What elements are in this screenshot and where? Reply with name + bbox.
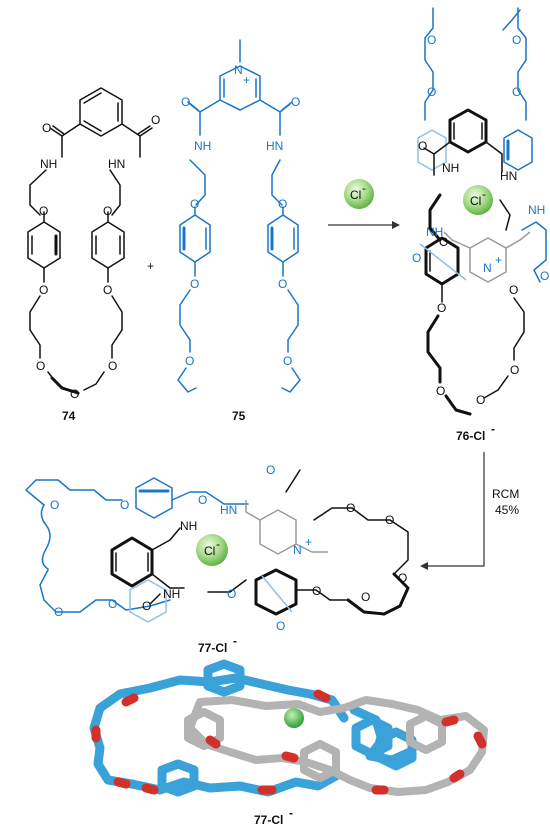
yield-label: 45% xyxy=(495,503,519,517)
svg-text:O: O xyxy=(346,501,355,515)
svg-text:O: O xyxy=(510,363,519,377)
svg-text:O: O xyxy=(54,605,63,619)
svg-text:O: O xyxy=(50,498,59,512)
svg-text:HN: HN xyxy=(266,139,283,153)
crystal-structure-77 xyxy=(89,659,488,797)
compound-77-charge: - xyxy=(233,634,237,648)
svg-text:+: + xyxy=(305,535,312,549)
svg-text:O: O xyxy=(36,359,45,373)
svg-text:-: - xyxy=(216,537,220,551)
svg-text:O: O xyxy=(276,619,285,633)
chloride-sphere-reagent xyxy=(344,179,374,209)
svg-text:+: + xyxy=(243,73,250,87)
compound-75-structure xyxy=(177,39,301,393)
svg-text:-: - xyxy=(482,187,486,201)
compound-77-label: 77-Cl xyxy=(198,641,227,655)
svg-text:O: O xyxy=(291,95,300,109)
svg-text:O: O xyxy=(185,354,194,368)
svg-text:O: O xyxy=(266,463,275,477)
arrowhead-2 xyxy=(420,562,428,570)
svg-text:N: N xyxy=(483,261,492,275)
svg-text:O: O xyxy=(278,277,287,291)
svg-text:O: O xyxy=(70,387,79,401)
crystal-structure-charge: - xyxy=(289,806,293,820)
svg-text:O: O xyxy=(439,235,448,249)
compound-77-atom-labels: O O O O O HN O NH NH O O O O O O O N + O… xyxy=(50,463,407,633)
svg-text:O: O xyxy=(476,393,485,407)
chloride-reagent-label: Cl xyxy=(350,188,361,202)
reaction-arrow-2 xyxy=(422,452,485,567)
svg-text:O: O xyxy=(103,204,112,218)
chloride-reagent-charge: - xyxy=(362,181,366,195)
crystal-structure-label: 77-Cl xyxy=(254,813,283,827)
compound-77-structure xyxy=(25,469,410,623)
svg-text:HN: HN xyxy=(220,503,237,517)
svg-text:O: O xyxy=(39,283,48,297)
svg-text:O: O xyxy=(151,113,160,127)
svg-text:Cl: Cl xyxy=(204,544,215,558)
svg-text:O: O xyxy=(312,584,321,598)
svg-text:O: O xyxy=(198,493,207,507)
svg-text:O: O xyxy=(385,513,394,527)
svg-text:O: O xyxy=(361,590,370,604)
svg-text:NH: NH xyxy=(194,139,211,153)
svg-text:O: O xyxy=(418,139,427,153)
compound-74-label: 74 xyxy=(62,409,76,423)
plus-sign: + xyxy=(147,259,154,273)
svg-text:NH: NH xyxy=(180,519,197,533)
svg-text:O: O xyxy=(427,33,436,47)
compound-76-charge: - xyxy=(491,422,495,436)
svg-text:O: O xyxy=(512,85,521,99)
svg-text:O: O xyxy=(181,95,190,109)
svg-text:O: O xyxy=(398,571,407,585)
compound-74-structure xyxy=(27,87,153,395)
compound-75-label: 75 xyxy=(232,409,246,423)
svg-text:O: O xyxy=(412,251,421,265)
compound-76-atom-labels: O O O O O NH HN O NH NH O O N + O O O O … xyxy=(412,33,549,407)
svg-text:O: O xyxy=(190,197,199,211)
svg-text:NH: NH xyxy=(40,157,57,171)
svg-text:Cl: Cl xyxy=(470,194,481,208)
svg-text:O: O xyxy=(42,121,51,135)
compound-76-label: 76-Cl xyxy=(456,429,485,443)
svg-text:O: O xyxy=(108,597,117,611)
svg-text:O: O xyxy=(509,283,518,297)
svg-text:O: O xyxy=(278,197,287,211)
svg-text:+: + xyxy=(495,253,502,267)
svg-text:NH: NH xyxy=(426,225,443,239)
svg-text:O: O xyxy=(103,283,112,297)
svg-text:O: O xyxy=(436,384,445,398)
svg-text:HN: HN xyxy=(500,169,517,183)
svg-text:O: O xyxy=(190,277,199,291)
compound-74-atom-labels: O O NH HN O O O O O O O xyxy=(36,113,160,401)
svg-text:O: O xyxy=(283,354,292,368)
svg-text:NH: NH xyxy=(528,203,545,217)
svg-text:NH: NH xyxy=(163,587,180,601)
svg-text:O: O xyxy=(142,599,151,613)
svg-text:O: O xyxy=(39,204,48,218)
svg-text:O: O xyxy=(108,359,117,373)
svg-text:O: O xyxy=(120,498,129,512)
arrowhead-1 xyxy=(392,221,400,229)
svg-text:N: N xyxy=(234,63,243,77)
svg-text:O: O xyxy=(227,587,236,601)
compound-75-atom-labels: N + O O NH HN O O O O O O xyxy=(181,63,300,368)
compound-76-structure xyxy=(417,7,547,416)
svg-text:O: O xyxy=(427,85,436,99)
svg-text:O: O xyxy=(540,269,549,283)
rcm-label: RCM xyxy=(492,487,519,501)
svg-text:O: O xyxy=(437,301,446,315)
svg-text:NH: NH xyxy=(442,161,459,175)
svg-text:N: N xyxy=(293,543,302,557)
svg-text:HN: HN xyxy=(108,157,125,171)
svg-text:O: O xyxy=(512,33,521,47)
